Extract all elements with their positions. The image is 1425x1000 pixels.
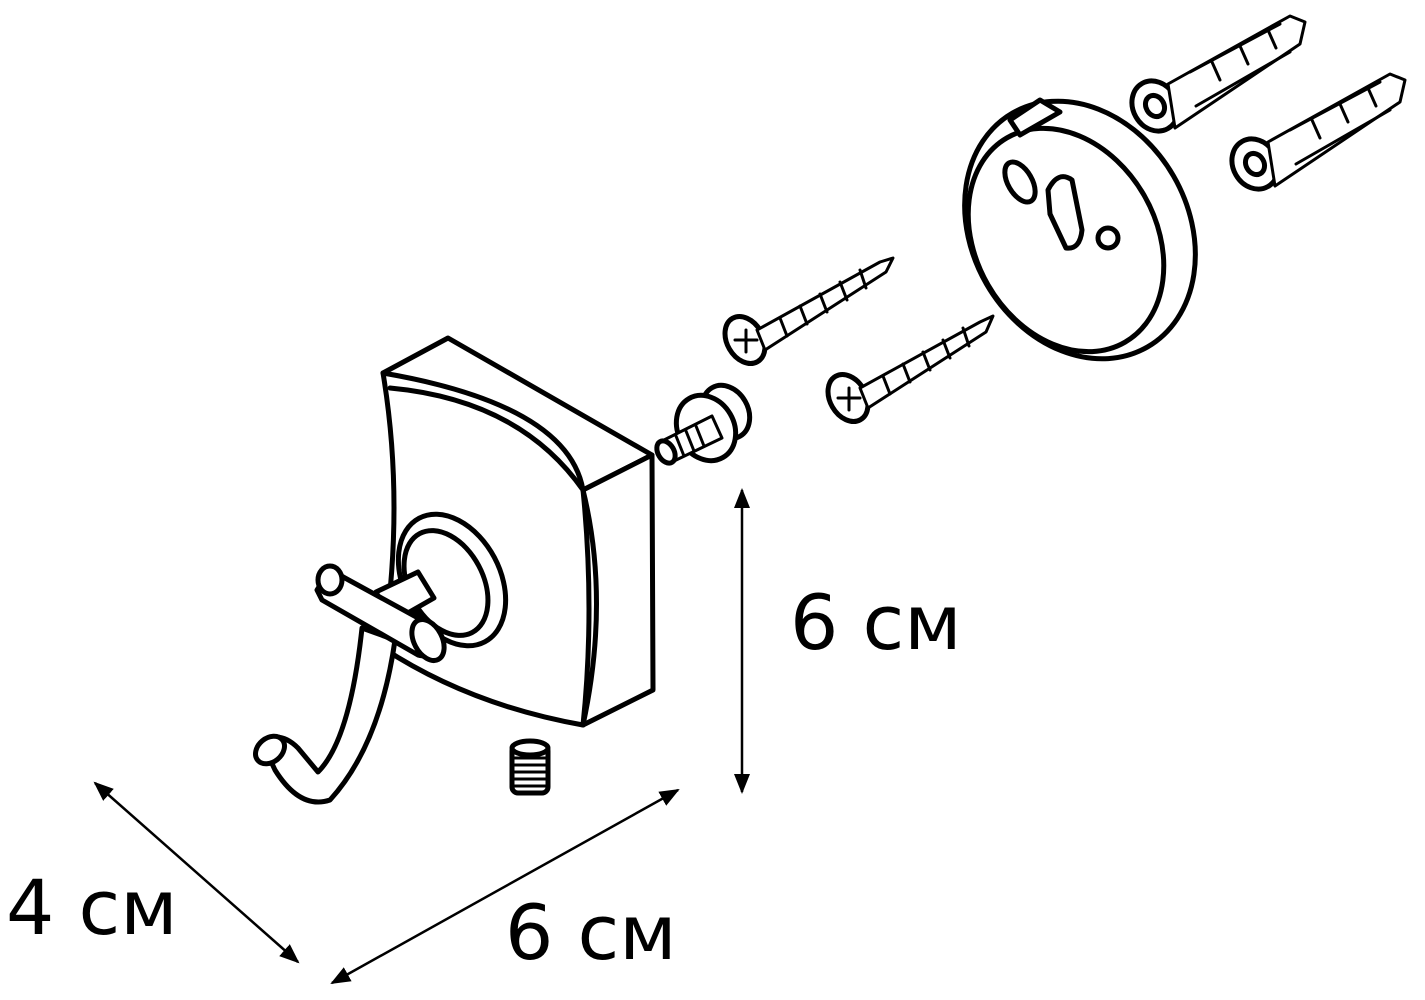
dimension-arrow-width xyxy=(330,788,680,985)
wall-plug-2 xyxy=(1229,72,1407,192)
height-dimension-label: 6 см xyxy=(790,578,962,667)
hook-arm xyxy=(253,563,447,805)
mounting-ring xyxy=(962,97,1198,362)
dimension-arrow-depth xyxy=(93,781,300,964)
set-screw xyxy=(509,738,551,796)
threaded-stud xyxy=(654,382,753,466)
wood-screw-2 xyxy=(825,314,995,424)
wall-plug-1 xyxy=(1129,14,1307,134)
wood-screw-1 xyxy=(722,256,895,366)
hook-rosette xyxy=(380,335,656,728)
depth-dimension-label: 4 см xyxy=(6,863,178,952)
width-dimension-label: 6 см xyxy=(505,888,677,977)
